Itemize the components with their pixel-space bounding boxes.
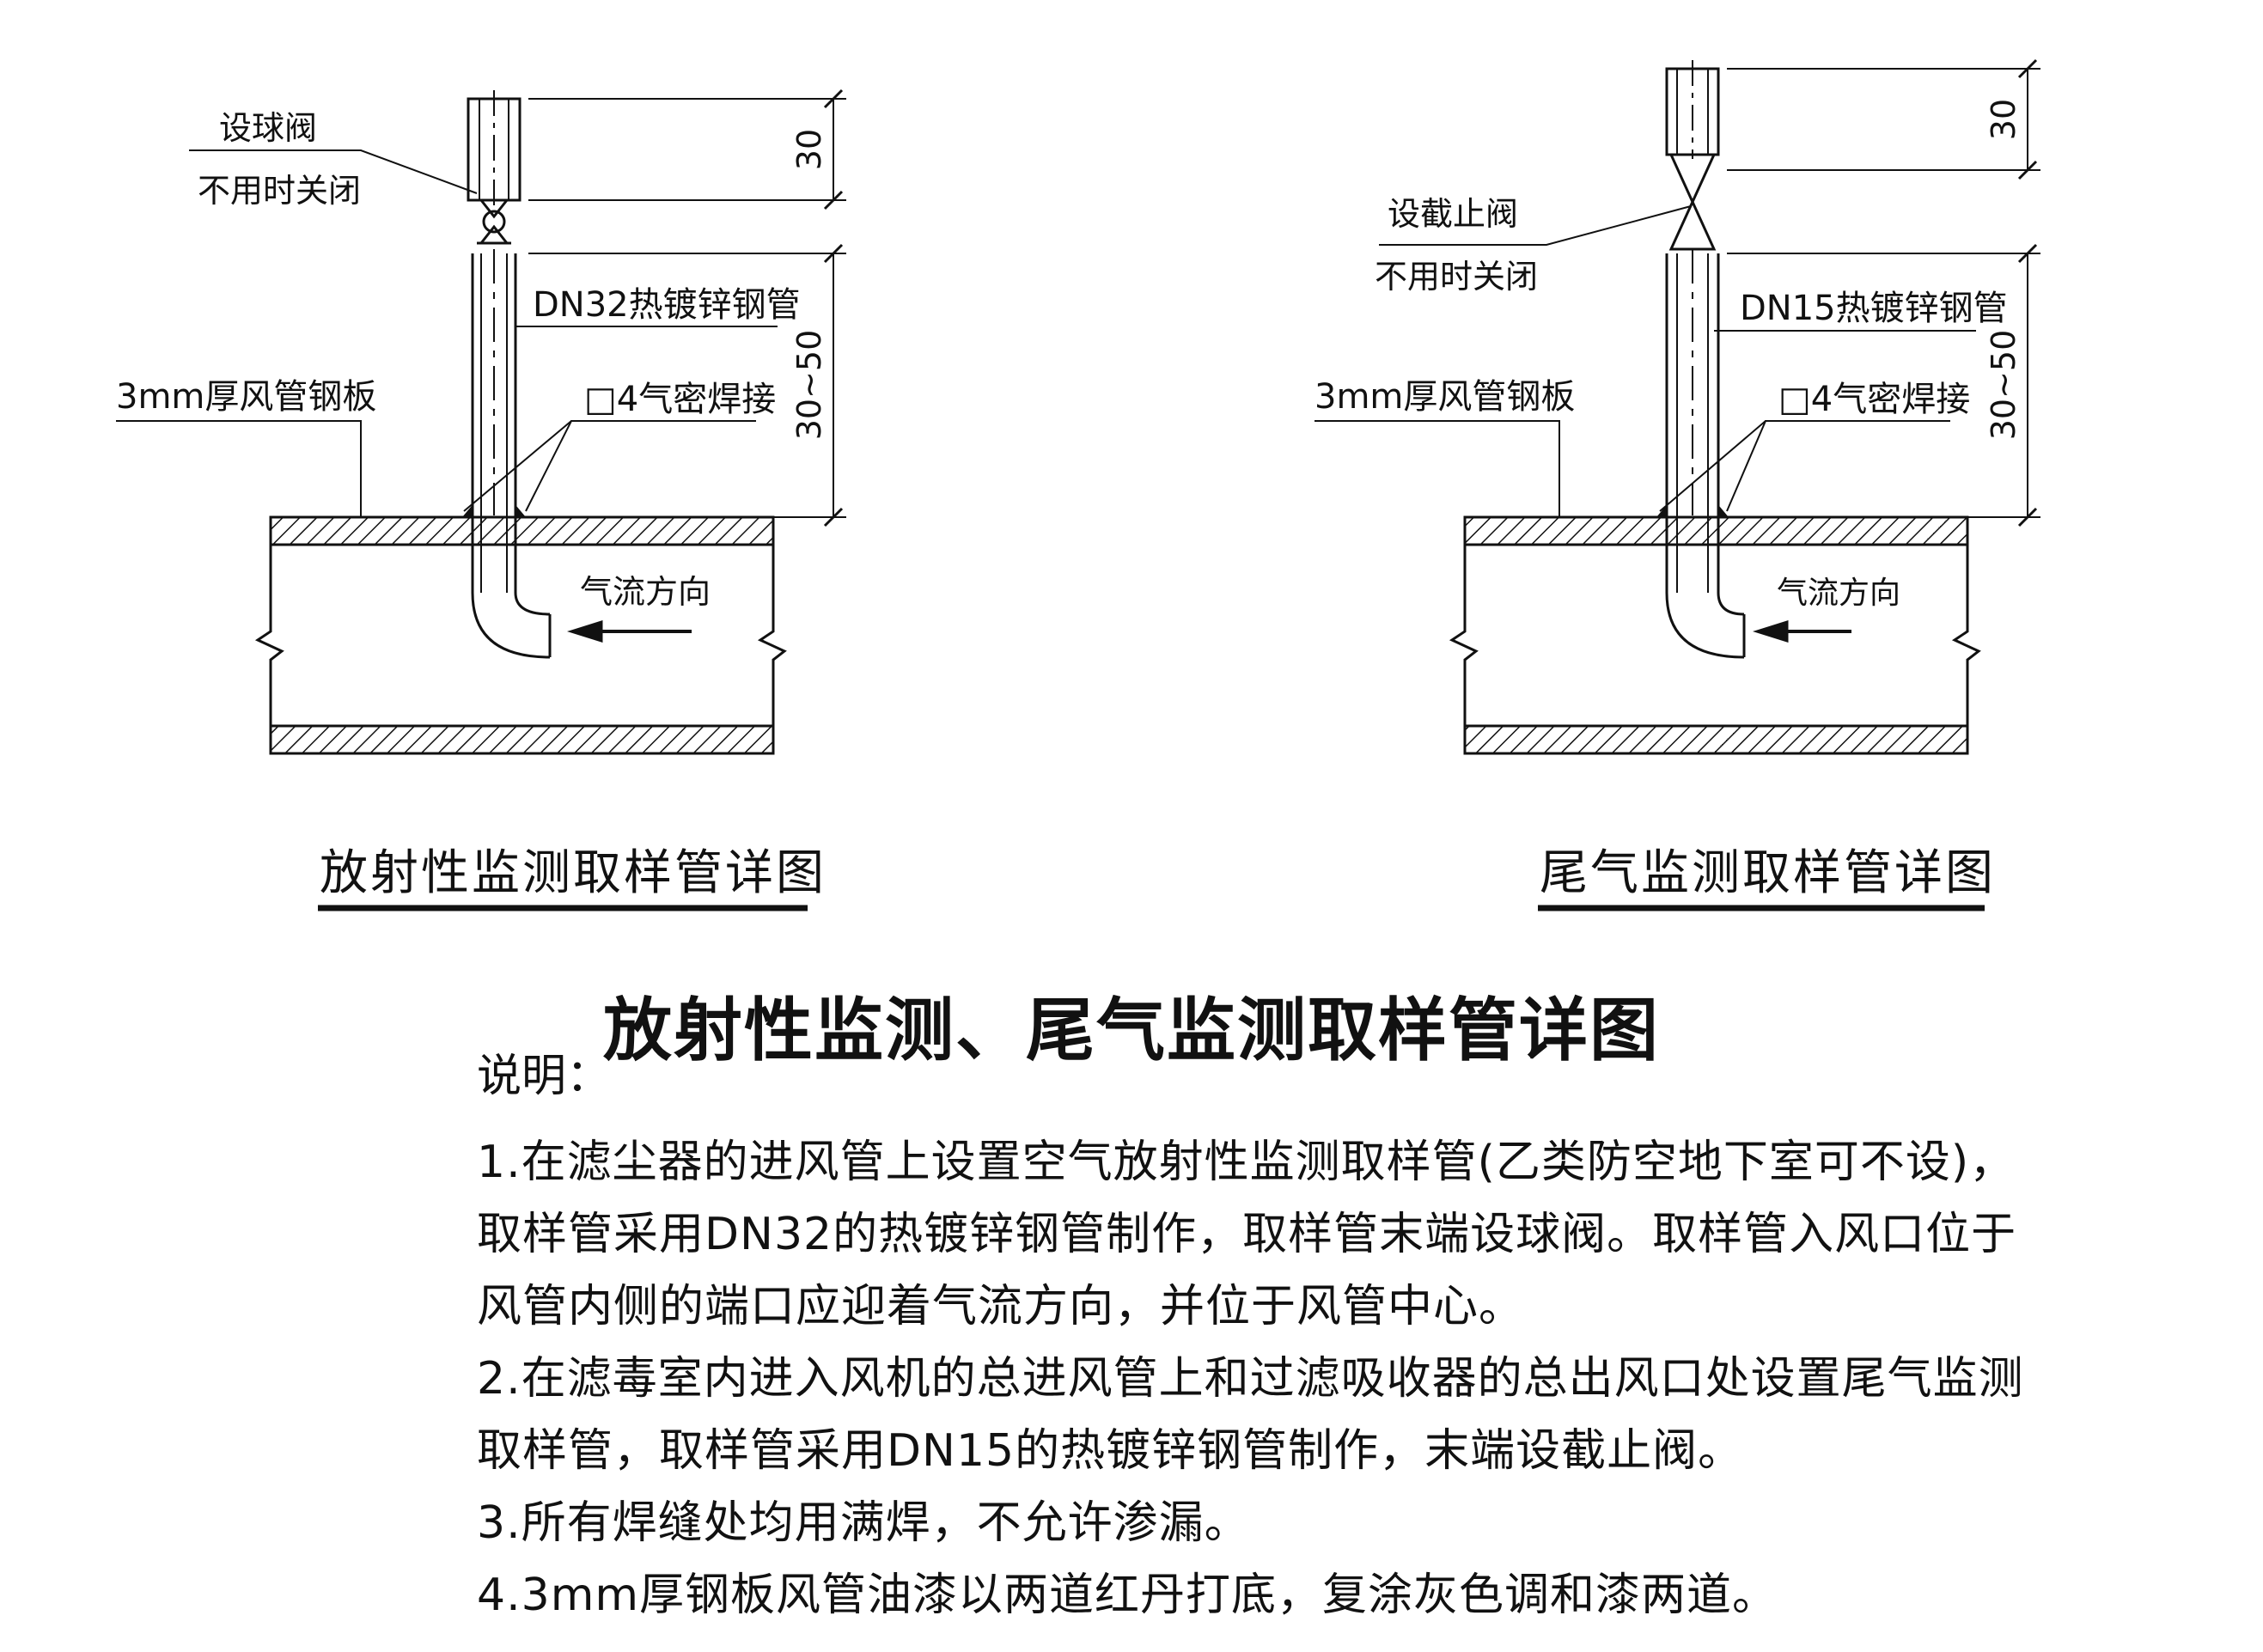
right-duct-bottom-wall <box>1463 724 1969 755</box>
left-ball-valve-ball <box>482 210 506 234</box>
right-weld-right <box>1717 503 1730 519</box>
right-plate-leader <box>1314 420 1560 517</box>
right-pipe-inner <box>1717 253 1745 616</box>
main-title: 放射性监测、尾气监测取样管详图 <box>603 991 1660 1070</box>
right-weld-leader-b <box>1659 420 1766 512</box>
right-dim-bottom: 30~50 <box>1985 330 2022 441</box>
note-line: 取样管，取样管采用DN15的热镀锌钢管制作，末端设截止阀。 <box>477 1425 1744 1477</box>
right-weld-leader <box>1726 420 1950 512</box>
right-pipe-label: DN15热镀锌钢管 <box>1740 289 2008 328</box>
note-line: 2.在滤毒室内进入风机的总进风管上和过滤吸收器的总出风口处设置尾气监测 <box>477 1353 2024 1405</box>
right-pipe-outer <box>1665 253 1745 659</box>
right-plate-label: 3mm厚风管钢板 <box>1314 377 1575 417</box>
left-duct-break-right <box>757 545 787 726</box>
right-dim-ticks <box>2017 58 2038 527</box>
left-duct-break-left <box>254 545 284 726</box>
right-weld-left <box>1655 503 1668 519</box>
left-pipe-label: DN32热镀锌钢管 <box>533 285 801 325</box>
right-detail <box>1314 58 2040 911</box>
left-weld-left <box>461 503 474 519</box>
left-detail <box>116 88 846 911</box>
left-dim-bottom: 30~50 <box>790 330 828 441</box>
left-dim-top: 30 <box>790 129 828 170</box>
left-weld-leader <box>525 420 756 512</box>
right-airflow-label: 气流方向 <box>1777 576 1900 611</box>
left-weld-leader-b <box>463 420 572 512</box>
right-valve-label: 设截止阀 <box>1388 195 1518 233</box>
left-airflow-arrowhead <box>566 619 603 643</box>
left-pipe-inner <box>514 253 551 616</box>
left-duct-top-wall <box>269 515 775 546</box>
notes-label: 说明： <box>477 1051 612 1102</box>
right-dim-top: 30 <box>1985 99 2022 140</box>
right-valve-note: 不用时关闭 <box>1375 258 1538 296</box>
left-plate-label: 3mm厚风管钢板 <box>116 377 376 417</box>
left-plate-leader <box>116 420 362 517</box>
left-pipe-outer <box>471 253 551 659</box>
note-line: 1.在滤尘器的进风管上设置空气放射性监测取样管(乙类防空地下室可不设)， <box>477 1137 2016 1188</box>
left-dim-ticks <box>823 88 844 527</box>
right-valve-leader <box>1379 205 1692 246</box>
right-duct-top-wall <box>1463 515 1969 546</box>
note-line: 3.所有焊缝处均用满焊，不允许渗漏。 <box>477 1497 1250 1549</box>
right-weld-label: □4气密焊接 <box>1778 380 1970 419</box>
left-ball-valve <box>477 198 511 245</box>
left-duct-bottom-wall <box>269 724 775 755</box>
left-valve-leader <box>189 149 478 194</box>
right-duct-break-right <box>1951 545 1981 726</box>
left-caption: 放射性监测取样管详图 <box>320 845 827 901</box>
note-line: 4.3mm厚钢板风管油漆以两道红丹打底，复涂灰色调和漆两道。 <box>477 1570 1778 1621</box>
note-line: 风管内侧的端口应迎着气流方向，并位于风管中心。 <box>477 1281 1525 1332</box>
right-duct-break-left <box>1449 545 1479 726</box>
left-valve-note: 不用时关闭 <box>198 172 361 210</box>
left-airflow-label: 气流方向 <box>580 573 711 611</box>
left-weld-right <box>514 503 528 519</box>
left-weld-label: □4气密焊接 <box>584 380 776 419</box>
right-caption: 尾气监测取样管详图 <box>1540 845 1996 901</box>
right-airflow-arrowhead <box>1752 619 1789 643</box>
notes-block: 说明： 1.在滤尘器的进风管上设置空气放射性监测取样管(乙类防空地下室可不设)，… <box>477 1039 2023 1631</box>
right-stop-valve <box>1668 153 1717 251</box>
note-line: 取样管采用DN32的热镀锌钢管制作，取样管末端设球阀。取样管入风口位于 <box>477 1209 2017 1260</box>
left-valve-label: 设球阀 <box>219 109 317 147</box>
